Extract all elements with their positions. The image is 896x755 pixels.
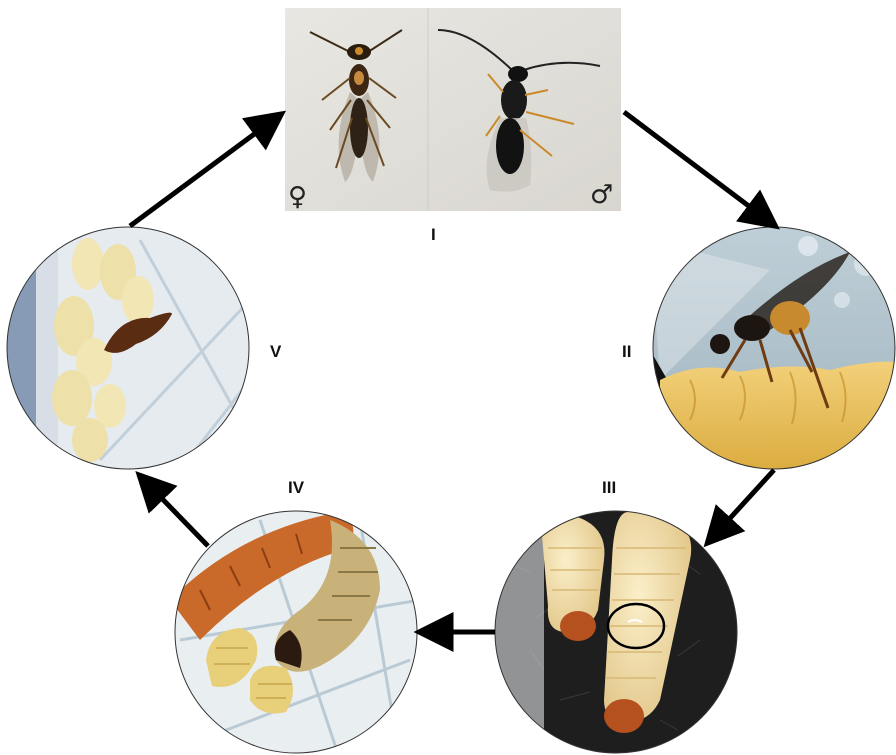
stage-3-label: III [602,478,616,498]
stage-1-label: I [431,225,436,245]
stage-5-label: V [270,342,281,362]
stage-2-photo [650,225,896,480]
arrow-i-to-ii [624,112,770,222]
stage-4-photo [170,510,424,755]
stage-1-photo: ♀ ♂ [285,8,621,212]
female-symbol: ♀ [288,182,307,212]
arrow-iv-to-v [144,480,208,546]
stage-4-label: IV [288,478,304,498]
stage-5-photo [6,226,256,476]
stage-2-label: II [622,342,631,362]
arrow-v-to-i [130,118,276,226]
male-symbol: ♂ [590,180,613,210]
arrow-ii-to-iii [712,470,774,538]
